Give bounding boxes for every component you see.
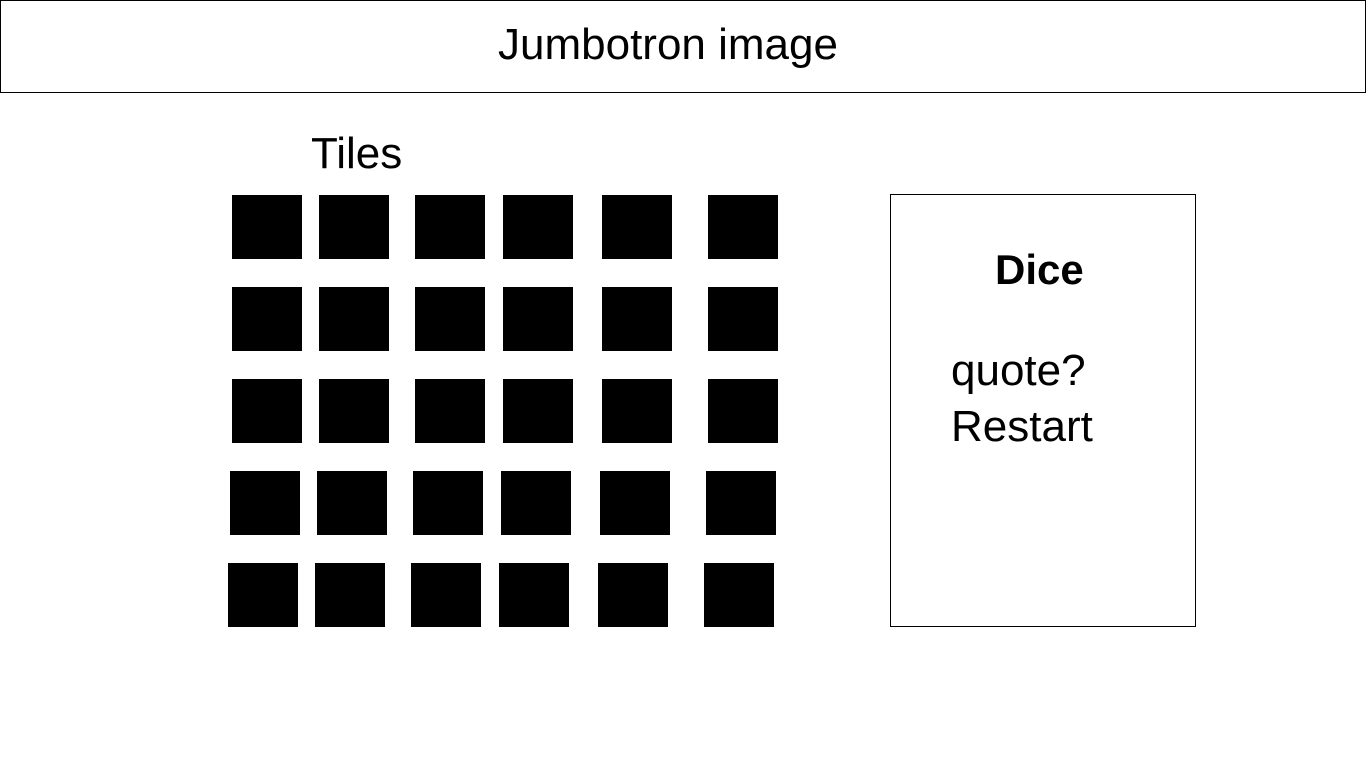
- tile[interactable]: [315, 563, 385, 627]
- tile[interactable]: [319, 287, 389, 351]
- tile[interactable]: [319, 195, 389, 259]
- tile[interactable]: [708, 287, 778, 351]
- tile[interactable]: [317, 471, 387, 535]
- tile[interactable]: [706, 471, 776, 535]
- tile[interactable]: [503, 195, 573, 259]
- tile[interactable]: [598, 563, 668, 627]
- quote-text: quote?: [951, 346, 1086, 395]
- tile[interactable]: [415, 287, 485, 351]
- tile[interactable]: [232, 287, 302, 351]
- tile[interactable]: [411, 563, 481, 627]
- tile[interactable]: [415, 379, 485, 443]
- tile[interactable]: [413, 471, 483, 535]
- tile[interactable]: [228, 563, 298, 627]
- dice-panel: Dice quote? Restart: [890, 194, 1196, 627]
- tile[interactable]: [704, 563, 774, 627]
- tile[interactable]: [708, 379, 778, 443]
- tiles-heading: Tiles: [311, 129, 403, 178]
- tile[interactable]: [503, 287, 573, 351]
- jumbotron-label: Jumbotron image: [498, 20, 838, 69]
- tile[interactable]: [319, 379, 389, 443]
- dice-button[interactable]: Dice: [995, 246, 1084, 293]
- tile[interactable]: [708, 195, 778, 259]
- tile[interactable]: [230, 471, 300, 535]
- tile[interactable]: [499, 563, 569, 627]
- tile[interactable]: [602, 195, 672, 259]
- jumbotron-image-placeholder: Jumbotron image: [0, 0, 1366, 93]
- tile[interactable]: [232, 379, 302, 443]
- tile[interactable]: [602, 287, 672, 351]
- tile[interactable]: [602, 379, 672, 443]
- tile[interactable]: [415, 195, 485, 259]
- tile[interactable]: [503, 379, 573, 443]
- tile[interactable]: [600, 471, 670, 535]
- restart-button[interactable]: Restart: [951, 402, 1093, 451]
- tile[interactable]: [501, 471, 571, 535]
- tile[interactable]: [232, 195, 302, 259]
